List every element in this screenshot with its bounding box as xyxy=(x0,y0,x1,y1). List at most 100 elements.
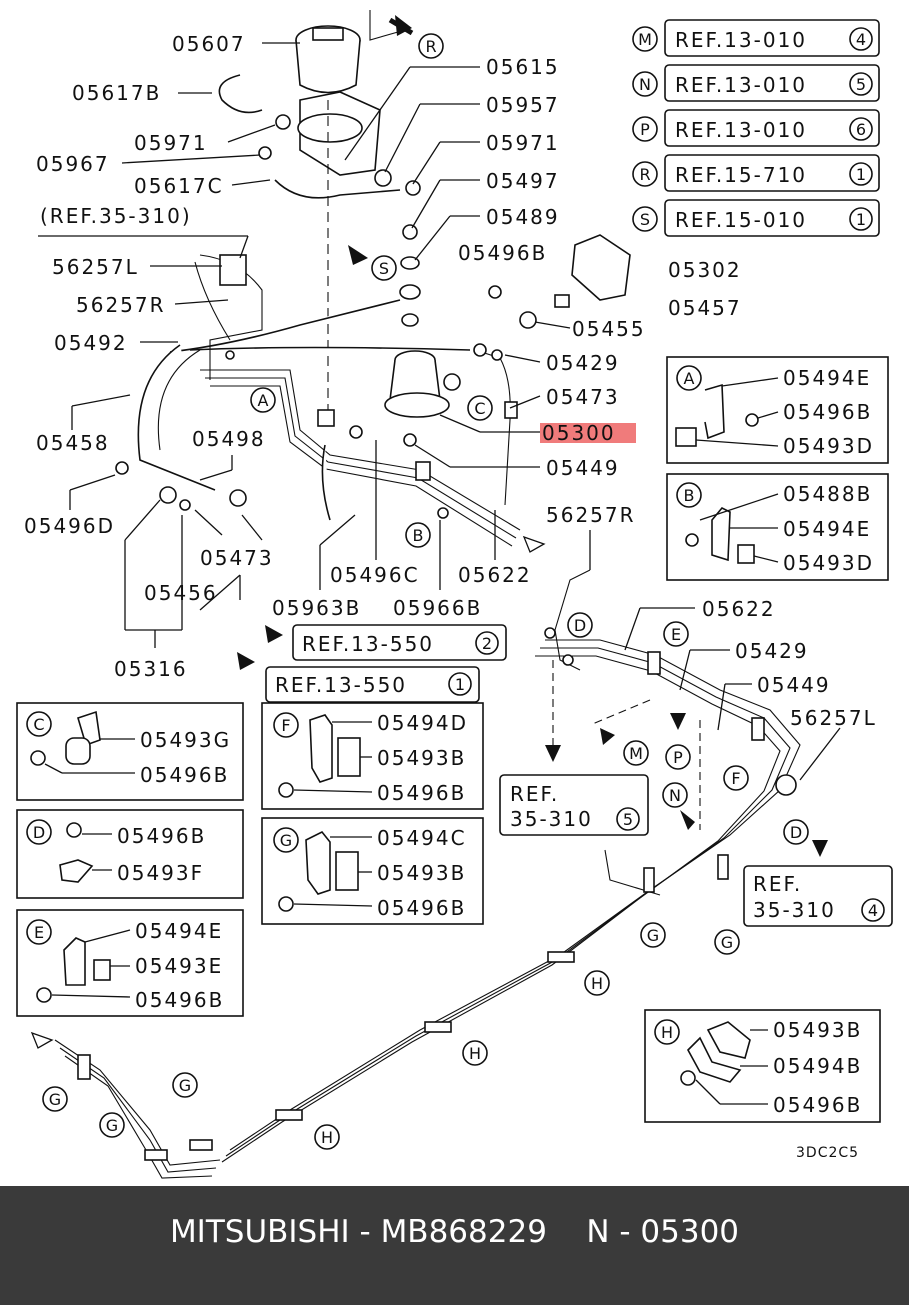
svg-text:E: E xyxy=(671,625,681,644)
callout-05449[interactable]: 05449 xyxy=(546,456,620,480)
callout-05963b[interactable]: 05963B xyxy=(272,596,361,620)
circle-m: M xyxy=(638,30,652,49)
callout-05429[interactable]: 05429 xyxy=(546,351,620,375)
box-b-part-3[interactable]: 05493D xyxy=(783,551,874,575)
callout-05302[interactable]: 05302 xyxy=(668,258,742,282)
callout-05617c[interactable]: 05617C xyxy=(134,174,224,198)
svg-text:P: P xyxy=(640,120,650,139)
callout-labels: 05607 05615 05617B 05957 05971 05971 059… xyxy=(24,32,877,1161)
diagram-code: 3DC2C5 xyxy=(796,1145,859,1161)
callout-05492[interactable]: 05492 xyxy=(54,331,128,355)
box-e-part-2[interactable]: 05493E xyxy=(135,954,223,978)
ref-box-p[interactable] xyxy=(664,109,880,147)
box-f-part-1[interactable]: 05494D xyxy=(377,711,468,735)
callout-05496b[interactable]: 05496B xyxy=(458,241,547,265)
svg-text:REF.13-550: REF.13-550 xyxy=(275,673,407,697)
svg-text:H: H xyxy=(661,1023,673,1042)
ref-box-35-310-5[interactable] xyxy=(499,774,649,836)
box-a-part-1[interactable]: 05494E xyxy=(783,366,871,390)
callout-05966b[interactable]: 05966B xyxy=(393,596,482,620)
svg-text:R: R xyxy=(425,37,436,56)
callout-05449-b[interactable]: 05449 xyxy=(757,673,831,697)
box-g-part-2[interactable]: 05493B xyxy=(377,861,466,885)
box-h-part-3[interactable]: 05496B xyxy=(773,1093,862,1117)
callout-05615[interactable]: 05615 xyxy=(486,55,560,79)
svg-text:N: N xyxy=(639,75,651,94)
svg-text:1: 1 xyxy=(455,675,465,694)
callout-05498[interactable]: 05498 xyxy=(192,427,266,451)
svg-text:G: G xyxy=(49,1090,61,1109)
callout-05300[interactable]: 05300 xyxy=(542,421,616,445)
svg-text:F: F xyxy=(731,769,740,788)
box-b-part-1[interactable]: 05488B xyxy=(783,482,872,506)
box-c-part-2[interactable]: 05496B xyxy=(140,763,229,787)
callout-05457[interactable]: 05457 xyxy=(668,296,742,320)
callout-05316[interactable]: 05316 xyxy=(114,657,188,681)
callout-05496d[interactable]: 05496D xyxy=(24,514,115,538)
svg-text:S: S xyxy=(379,259,389,278)
callout-05622-b[interactable]: 05622 xyxy=(702,597,776,621)
callout-05455[interactable]: 05455 xyxy=(572,317,646,341)
box-d-part-2[interactable]: 05493F xyxy=(117,861,204,885)
drawing-lines xyxy=(30,10,828,1179)
box-c-part-1[interactable]: 05493G xyxy=(140,728,231,752)
svg-text:P: P xyxy=(673,748,683,767)
callout-56257r[interactable]: 56257R xyxy=(76,293,166,317)
callout-05622[interactable]: 05622 xyxy=(458,563,532,587)
box-f-part-2[interactable]: 05493B xyxy=(377,746,466,770)
callout-05957[interactable]: 05957 xyxy=(486,93,560,117)
callout-05496c[interactable]: 05496C xyxy=(330,563,420,587)
callout-56257r-b[interactable]: 56257R xyxy=(546,503,636,527)
box-a-part-2[interactable]: 05496B xyxy=(783,400,872,424)
box-b-part-2[interactable]: 05494E xyxy=(783,517,871,541)
callout-05473[interactable]: 05473 xyxy=(546,385,620,409)
callout-05971-a[interactable]: 05971 xyxy=(134,131,208,155)
detail-box-b: B 05488B 05494E 05493D xyxy=(666,473,889,581)
callout-05473-b[interactable]: 05473 xyxy=(200,546,274,570)
svg-text:D: D xyxy=(790,823,802,842)
svg-text:C: C xyxy=(474,399,485,418)
box-f-part-3[interactable]: 05496B xyxy=(377,781,466,805)
callout-05617b[interactable]: 05617B xyxy=(72,81,161,105)
svg-text:M: M xyxy=(629,744,643,763)
callout-05497[interactable]: 05497 xyxy=(486,169,560,193)
box-e-part-3[interactable]: 05496B xyxy=(135,988,224,1012)
inline-refs: REF.13-550 2 REF.13-550 1 REF. 35-310 5 … xyxy=(265,624,893,927)
box-d-part-1[interactable]: 05496B xyxy=(117,824,206,848)
callout-05967[interactable]: 05967 xyxy=(36,152,110,176)
letter-markers: R S A C B D E M P F N D G G H H H G G G xyxy=(42,33,809,1150)
svg-text:5: 5 xyxy=(623,810,633,829)
callout-05458[interactable]: 05458 xyxy=(36,431,110,455)
callout-05489[interactable]: 05489 xyxy=(486,205,560,229)
callout-56257l-b[interactable]: 56257L xyxy=(790,706,877,730)
ref-box-r[interactable] xyxy=(664,154,880,192)
box-a-part-3[interactable]: 05493D xyxy=(783,434,874,458)
callout-56257l[interactable]: 56257L xyxy=(52,255,139,279)
svg-text:35-310: 35-310 xyxy=(510,807,593,831)
detail-box-a: A 05494E 05496B 05493D xyxy=(666,356,889,464)
box-g-part-3[interactable]: 05496B xyxy=(377,896,466,920)
callout-05429-b[interactable]: 05429 xyxy=(735,639,809,663)
detail-box-h: H 05493B 05494B 05496B xyxy=(644,1009,881,1123)
ref-box-s[interactable] xyxy=(664,199,880,237)
svg-text:G: G xyxy=(280,831,292,850)
leader-lines xyxy=(38,42,841,781)
svg-text:N: N xyxy=(669,786,681,805)
svg-text:H: H xyxy=(321,1128,333,1147)
ref-box-n[interactable] xyxy=(664,64,880,102)
ref-box-13-550-1[interactable] xyxy=(265,666,480,703)
callout-05607[interactable]: 05607 xyxy=(172,32,246,56)
box-e-part-1[interactable]: 05494E xyxy=(135,919,223,943)
ref-box-m[interactable] xyxy=(664,19,880,57)
highlight-05300 xyxy=(540,423,636,443)
callout-05971-b[interactable]: 05971 xyxy=(486,131,560,155)
ref-box-13-550-2[interactable] xyxy=(292,624,507,661)
svg-text:35-310: 35-310 xyxy=(753,898,836,922)
box-h-part-1[interactable]: 05493B xyxy=(773,1018,862,1042)
box-g-part-1[interactable]: 05494C xyxy=(377,826,467,850)
box-h-part-2[interactable]: 05494B xyxy=(773,1054,862,1078)
callout-05456[interactable]: 05456 xyxy=(144,581,218,605)
callout-ref-35-310[interactable]: (REF.35-310) xyxy=(40,204,192,228)
svg-text:H: H xyxy=(591,974,603,993)
ref-box-35-310-4[interactable] xyxy=(743,865,893,927)
